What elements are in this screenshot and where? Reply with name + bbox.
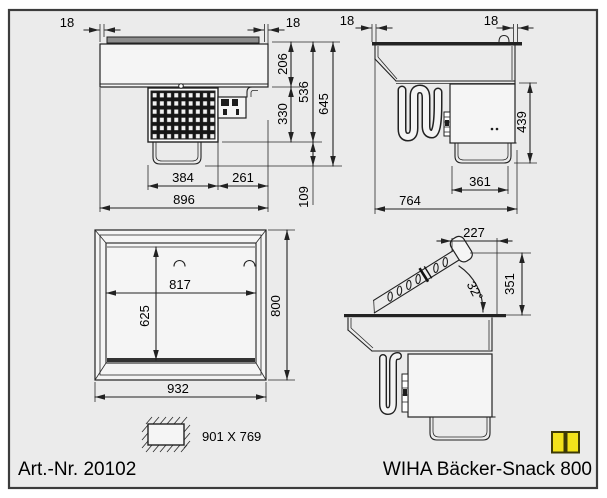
lid-dims: 227 351 bbox=[436, 225, 531, 316]
dim-front-upper-height: 206 bbox=[275, 53, 290, 75]
dim-lid-height: 351 bbox=[502, 273, 517, 295]
plan-view: 817 625 800 932 bbox=[94, 229, 295, 402]
dim-front-overhang-right: 18 bbox=[286, 15, 300, 30]
side-tab bbox=[498, 34, 510, 43]
lid-view-body bbox=[347, 317, 493, 352]
cutout-symbol: 901 X 769 bbox=[141, 416, 261, 453]
hatching-icon bbox=[141, 416, 191, 453]
dim-plan-inner-depth: 625 bbox=[137, 305, 152, 327]
lid-view-tray bbox=[423, 416, 496, 441]
side-drip-tray bbox=[449, 142, 517, 164]
dim-front-condenser-width: 384 bbox=[172, 170, 194, 185]
footer: Art.-Nr. 20102 WIHA Bäcker-Snack 800 bbox=[18, 431, 592, 480]
front-compressor bbox=[217, 86, 259, 119]
dim-side-body-height: 439 bbox=[514, 111, 529, 133]
side-view: 18 18 439 361 764 bbox=[340, 13, 537, 214]
screw-icon bbox=[178, 83, 184, 89]
front-dim-widths: 384 261 896 bbox=[99, 88, 269, 212]
dim-side-overhang-right: 18 bbox=[484, 13, 498, 28]
dim-plan-outer-width: 932 bbox=[167, 381, 189, 396]
front-dim-overhangs: 18 18 bbox=[60, 15, 300, 44]
side-dims: 439 361 764 bbox=[374, 50, 537, 214]
dim-front-right-offset: 261 bbox=[232, 170, 254, 185]
lid-view-compressor bbox=[401, 353, 493, 418]
yellow-square-icon bbox=[551, 431, 566, 454]
dim-side-overhang-left: 18 bbox=[340, 13, 354, 28]
dim-front-overhang-left: 18 bbox=[60, 15, 74, 30]
fan-grille-icon bbox=[150, 90, 216, 140]
dim-plan-inner-width: 817 bbox=[169, 277, 191, 292]
yellow-square-icon bbox=[565, 431, 580, 454]
dim-front-condenser-height: 330 bbox=[275, 103, 290, 125]
article-number: Art.-Nr. 20102 bbox=[18, 459, 136, 480]
lid-handle bbox=[449, 235, 473, 263]
open-lid-panel bbox=[372, 235, 473, 314]
dim-front-total-width: 896 bbox=[173, 192, 195, 207]
plan-front-rail bbox=[107, 358, 255, 362]
side-countertop-plate bbox=[372, 42, 522, 46]
cutout-rectangle bbox=[147, 423, 185, 446]
dim-lid-projection: 227 bbox=[463, 225, 485, 240]
dim-plan-outer-depth: 800 bbox=[268, 295, 283, 317]
plan-dims: 817 625 800 932 bbox=[94, 229, 295, 402]
dim-side-total-depth: 764 bbox=[399, 193, 421, 208]
plan-inner-opening bbox=[105, 242, 257, 364]
pipe-icon bbox=[246, 86, 259, 98]
front-view: 18 18 206 330 536 645 109 bbox=[60, 15, 342, 212]
hinge-icon bbox=[173, 260, 186, 267]
dim-front-536: 536 bbox=[296, 81, 311, 103]
plan-outer-frame bbox=[94, 229, 267, 381]
side-dim-overhangs: 18 18 bbox=[340, 13, 534, 42]
side-compressor-box bbox=[443, 83, 516, 144]
open-lid-view: 32° bbox=[344, 225, 531, 441]
hinge-icon bbox=[243, 260, 256, 267]
product-name: WIHA Bäcker-Snack 800 bbox=[383, 459, 592, 480]
angle-arc bbox=[458, 265, 486, 313]
dim-front-total-height: 645 bbox=[316, 93, 331, 115]
front-well-box bbox=[99, 43, 269, 88]
dim-side-tray-width: 361 bbox=[469, 174, 491, 189]
cutout-dimensions-label: 901 X 769 bbox=[202, 429, 261, 444]
lid-view-countertop bbox=[344, 314, 506, 318]
front-drip-tray bbox=[152, 141, 202, 165]
dim-front-tray-height: 109 bbox=[296, 186, 311, 208]
front-countertop-plate bbox=[106, 36, 260, 44]
front-dim-heights: 206 330 536 645 109 bbox=[205, 41, 342, 208]
side-condenser-coil bbox=[397, 84, 443, 142]
lid-view-coil bbox=[379, 352, 402, 416]
